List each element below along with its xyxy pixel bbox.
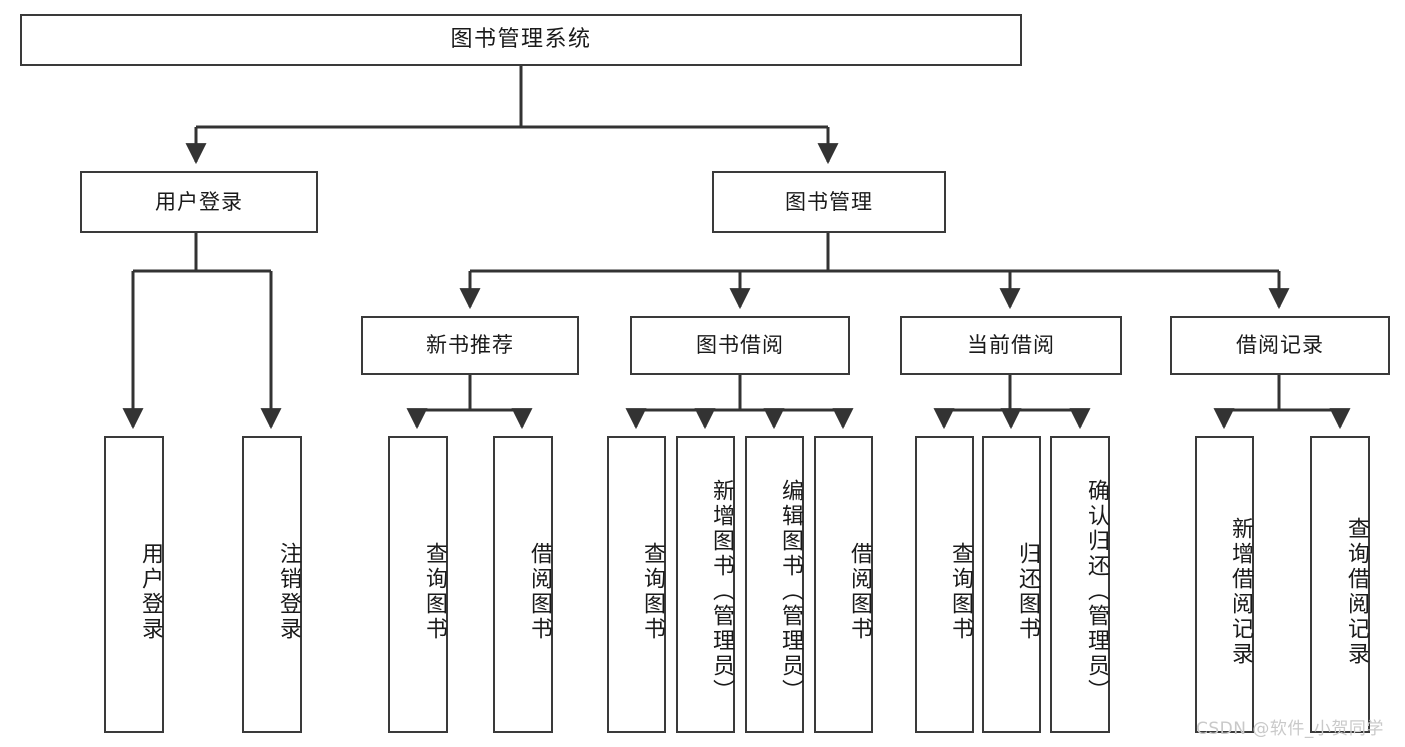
node-leaf-add-book[interactable]: 新增图书（管理员） [676,436,735,733]
node-leaf-query-book-2-label: 查询图书 [640,541,665,642]
node-book-borrow-label: 图书借阅 [696,333,784,358]
node-leaf-query-record-label: 查询借阅记录 [1344,516,1369,667]
node-leaf-return-book[interactable]: 归还图书 [982,436,1041,733]
node-leaf-return-book-label: 归还图书 [1015,541,1040,642]
node-borrow-record[interactable]: 借阅记录 [1170,316,1390,375]
node-root-label: 图书管理系统 [450,27,592,53]
node-leaf-query-book-1[interactable]: 查询图书 [388,436,448,733]
csdn-watermark: CSDN @软件_小贺同学 [1196,719,1384,739]
node-current-borrow[interactable]: 当前借阅 [900,316,1122,375]
node-leaf-query-record[interactable]: 查询借阅记录 [1310,436,1370,733]
node-book-borrow[interactable]: 图书借阅 [630,316,850,375]
node-new-book-recommend[interactable]: 新书推荐 [361,316,579,375]
node-book-manage[interactable]: 图书管理 [712,171,946,233]
node-user-login-label: 用户登录 [155,189,243,214]
node-leaf-borrow-book-2[interactable]: 借阅图书 [814,436,873,733]
node-leaf-borrow-book-1-label: 借阅图书 [527,541,552,642]
node-new-book-recommend-label: 新书推荐 [426,333,514,358]
node-leaf-edit-book-label: 编辑图书（管理员） [778,479,803,704]
node-leaf-add-book-label: 新增图书（管理员） [709,479,734,704]
node-borrow-record-label: 借阅记录 [1236,333,1324,358]
node-user-login[interactable]: 用户登录 [80,171,318,233]
node-leaf-user-login-label: 用户登录 [138,541,163,642]
node-leaf-query-book-2[interactable]: 查询图书 [607,436,666,733]
node-leaf-confirm-return[interactable]: 确认归还（管理员） [1050,436,1110,733]
node-leaf-add-record-label: 新增借阅记录 [1228,516,1253,667]
node-leaf-confirm-return-label: 确认归还（管理员） [1084,479,1109,704]
node-leaf-query-book-1-label: 查询图书 [422,541,447,642]
node-leaf-query-book-3-label: 查询图书 [948,541,973,642]
node-leaf-user-login[interactable]: 用户登录 [104,436,164,733]
node-leaf-logout[interactable]: 注销登录 [242,436,302,733]
node-leaf-logout-label: 注销登录 [276,541,301,642]
node-leaf-query-book-3[interactable]: 查询图书 [915,436,974,733]
node-current-borrow-label: 当前借阅 [967,333,1055,358]
node-leaf-borrow-book-2-label: 借阅图书 [847,541,872,642]
node-root[interactable]: 图书管理系统 [20,14,1022,66]
node-leaf-borrow-book-1[interactable]: 借阅图书 [493,436,553,733]
node-leaf-edit-book[interactable]: 编辑图书（管理员） [745,436,804,733]
node-leaf-add-record[interactable]: 新增借阅记录 [1195,436,1254,733]
node-book-manage-label: 图书管理 [785,189,873,214]
